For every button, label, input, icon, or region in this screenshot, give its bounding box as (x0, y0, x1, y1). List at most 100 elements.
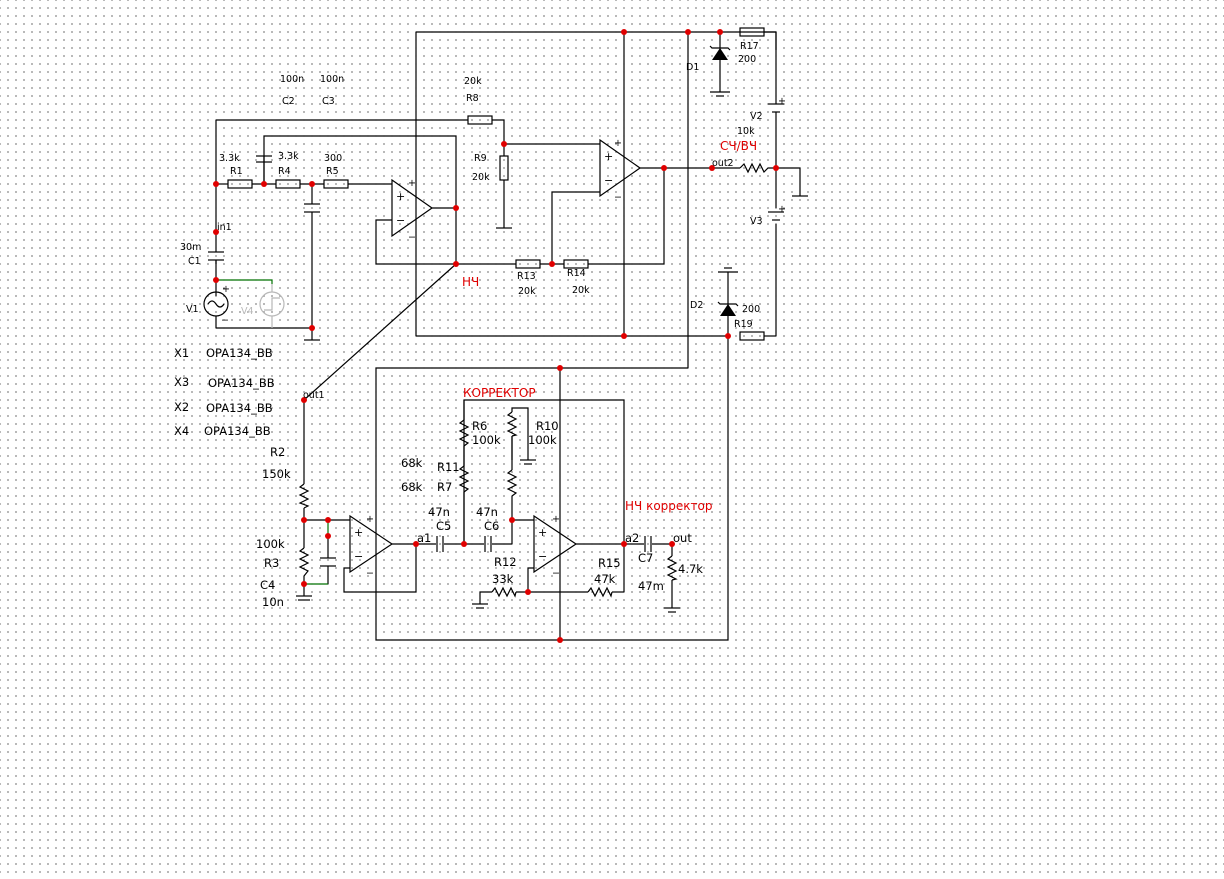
svg-text:+: + (408, 178, 416, 189)
resistor-r12[interactable] (491, 586, 517, 598)
svg-text:47k: 47k (594, 572, 616, 586)
junction-dots (213, 29, 779, 643)
source-v4[interactable] (259, 284, 285, 328)
resistor-r3[interactable] (298, 547, 310, 577)
svg-text:10n: 10n (262, 595, 284, 609)
svg-text:+: + (778, 96, 786, 107)
svg-text:R10: R10 (536, 419, 559, 433)
resistor-r7[interactable] (506, 469, 518, 497)
svg-text:in1: in1 (217, 222, 232, 233)
svg-text:НЧ корректор: НЧ корректор (625, 499, 712, 513)
svg-text:out1: out1 (303, 390, 325, 401)
wires (215, 31, 808, 641)
resistor-r9[interactable] (499, 155, 509, 181)
opamp-x1[interactable]: + − + − (391, 178, 434, 243)
svg-text:НЧ: НЧ (462, 275, 479, 289)
component-labels: 100n 100n C2 C3 3.3k R1 3.3k R4 300 R5 2… (180, 41, 763, 609)
capacitor-c3[interactable] (304, 203, 320, 213)
resistor-r1[interactable] (227, 179, 253, 189)
svg-text:100k: 100k (472, 433, 501, 447)
opamp-x4[interactable]: + − + − (533, 514, 578, 579)
svg-text:R11: R11 (437, 460, 460, 474)
zener-d2[interactable] (717, 301, 739, 316)
svg-text:X1: X1 (174, 346, 189, 360)
svg-text:−: − (552, 568, 560, 579)
resistor-r15[interactable] (587, 586, 613, 598)
resistor-r2[interactable] (298, 483, 310, 509)
svg-text:300: 300 (324, 153, 342, 164)
resistor-r6[interactable] (458, 419, 470, 447)
resistor-r13[interactable] (515, 259, 541, 269)
resistor-r8[interactable] (467, 115, 493, 125)
svg-text:200: 200 (738, 54, 756, 65)
svg-text:R15: R15 (598, 556, 621, 570)
svg-text:R9: R9 (474, 153, 487, 164)
resistor-r14[interactable] (563, 259, 589, 269)
svg-text:+: + (396, 190, 405, 203)
svg-text:3.3k: 3.3k (219, 153, 240, 164)
svg-text:V4: V4 (241, 306, 254, 317)
svg-text:47m: 47m (638, 579, 664, 593)
capacitor-c5[interactable] (436, 536, 444, 552)
svg-text:R4: R4 (278, 166, 291, 177)
svg-text:out: out (673, 531, 692, 545)
svg-text:100n: 100n (280, 74, 304, 85)
svg-text:C5: C5 (436, 519, 451, 533)
source-v1[interactable]: + − (203, 284, 230, 326)
svg-text:47n: 47n (476, 505, 498, 519)
svg-text:V2: V2 (750, 111, 763, 122)
opamp-x2[interactable]: + − + − (349, 514, 394, 579)
svg-text:30m: 30m (180, 242, 201, 253)
resistor-r5[interactable] (323, 179, 349, 189)
svg-text:−: − (408, 232, 416, 243)
svg-text:100k: 100k (528, 433, 557, 447)
svg-text:out2: out2 (712, 158, 734, 169)
svg-text:+: + (222, 284, 230, 295)
capacitor-c7[interactable] (644, 536, 652, 552)
svg-text:a1: a1 (417, 531, 431, 545)
svg-text:+: + (366, 514, 374, 525)
svg-text:−: − (604, 174, 613, 187)
svg-text:68k: 68k (401, 456, 423, 470)
svg-text:−: − (538, 550, 547, 563)
svg-text:4.7k: 4.7k (678, 562, 703, 576)
resistors-zigzag (298, 162, 776, 598)
svg-text:X3: X3 (174, 375, 189, 389)
capacitor-c6[interactable] (484, 536, 492, 552)
svg-text:R2: R2 (270, 445, 285, 459)
svg-text:33k: 33k (492, 572, 514, 586)
svg-text:+: + (604, 150, 613, 163)
capacitor-c1[interactable] (208, 251, 224, 261)
resistor-r11[interactable] (458, 465, 470, 493)
svg-text:R19: R19 (734, 319, 753, 330)
opamps: + − + − + − + − + − + − + − + − (349, 138, 642, 579)
resistor-r4[interactable] (275, 179, 301, 189)
svg-text:D1: D1 (686, 62, 699, 73)
svg-text:+: + (552, 514, 560, 525)
svg-text:OPA134_BB: OPA134_BB (206, 346, 273, 360)
capacitor-c4[interactable] (320, 557, 336, 567)
svg-text:R14: R14 (567, 268, 586, 279)
battery-v3[interactable]: + (768, 204, 786, 221)
resistor-r-out2[interactable] (739, 162, 776, 174)
resistor-r19[interactable] (739, 331, 765, 341)
resistors-box (227, 27, 765, 341)
svg-text:X2: X2 (174, 400, 189, 414)
resistor-r17[interactable] (739, 27, 765, 37)
battery-v2[interactable]: + (768, 96, 786, 120)
zener-d1[interactable] (709, 45, 731, 60)
svg-text:СЧ/ВЧ: СЧ/ВЧ (720, 139, 757, 153)
svg-text:D2: D2 (690, 300, 703, 311)
svg-text:R5: R5 (326, 166, 339, 177)
svg-text:100n: 100n (320, 74, 344, 85)
resistor-r10[interactable] (506, 411, 518, 437)
svg-text:a2: a2 (625, 531, 639, 545)
svg-text:C4: C4 (260, 578, 275, 592)
svg-text:100k: 100k (256, 537, 285, 551)
svg-text:R6: R6 (472, 419, 487, 433)
capacitor-c2[interactable] (256, 155, 272, 163)
opamp-x3[interactable]: + − + − (599, 138, 642, 203)
resistor-r-load[interactable] (666, 555, 678, 581)
svg-text:10k: 10k (737, 126, 755, 137)
